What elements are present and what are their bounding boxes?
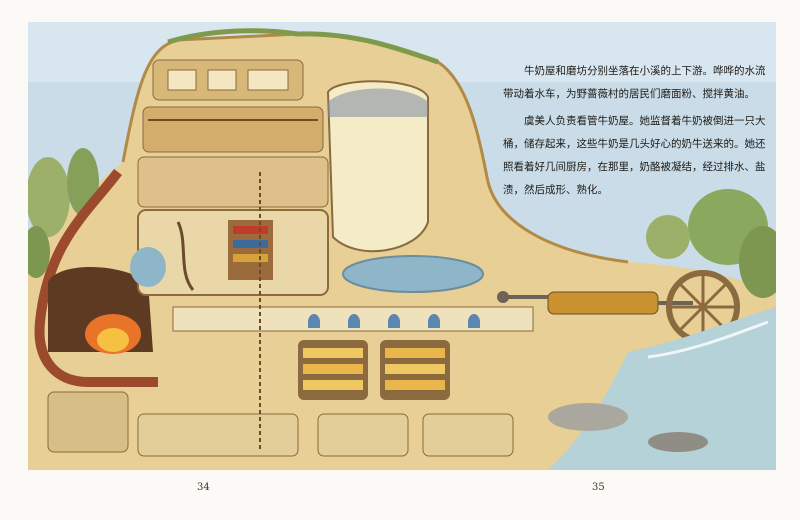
book-spread (28, 22, 776, 470)
corridor (172, 306, 534, 332)
red-tunnel (34, 168, 158, 387)
page-number-right: 35 (592, 482, 605, 493)
paragraph-1: 牛奶屋和磨坊分别坐落在小溪的上下游。哗哗的水流带动着水车，为野蔷薇村的居民们磨面… (503, 65, 766, 100)
central-kitchen (130, 209, 329, 296)
stream-rocks (548, 403, 628, 431)
lower-rooms (47, 391, 514, 457)
underground-pond (342, 255, 484, 293)
page-number-left: 34 (197, 482, 210, 493)
paragraph-2: 虞美人负责看管牛奶屋。她监督着牛奶被倒进一只大桶，储存起来，这些牛奶是几头好心的… (503, 115, 766, 196)
storage-cavern (326, 80, 429, 253)
cheese-store (298, 340, 450, 400)
churn-machinery (497, 291, 693, 315)
illustration (28, 22, 776, 470)
fire-oven (48, 267, 153, 354)
right-bushes (646, 189, 776, 298)
hill-grass (167, 28, 439, 65)
upper-rooms (137, 59, 329, 208)
body-text: 牛奶屋和磨坊分别坐落在小溪的上下游。哗哗的水流带动着水车，为野蔷薇村的居民们磨面… (503, 60, 771, 206)
